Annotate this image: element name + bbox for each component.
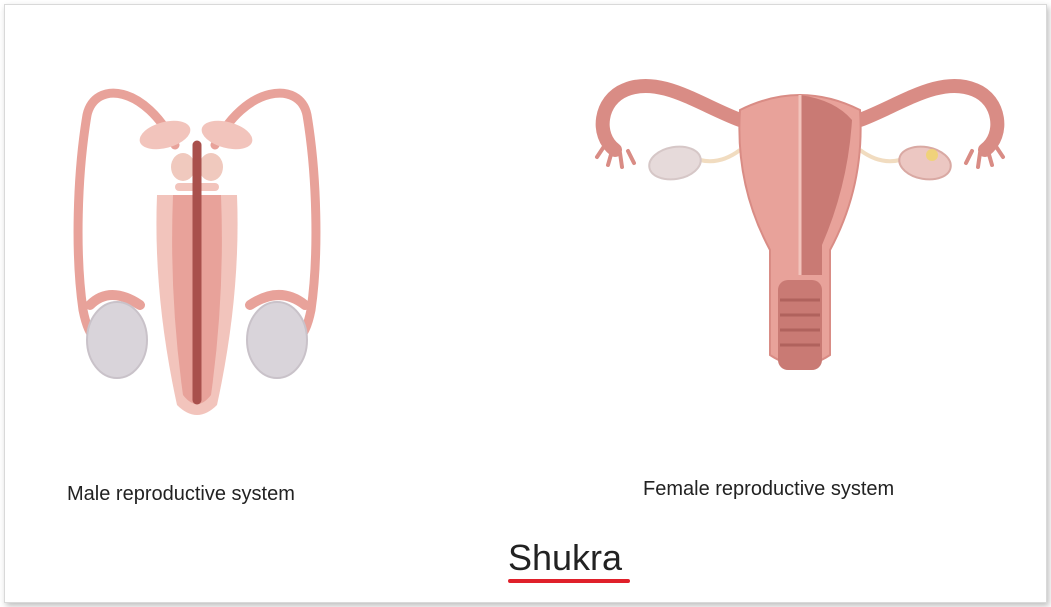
- title-underline: [508, 579, 630, 583]
- male-system-caption: Male reproductive system: [67, 483, 295, 506]
- male-reproductive-illustration: [65, 75, 335, 425]
- page-title: Shukra: [508, 537, 622, 579]
- female-reproductive-illustration: [590, 65, 1010, 385]
- female-system-caption: Female reproductive system: [643, 478, 894, 501]
- slide-frame: Male reproductive system Female reproduc…: [4, 4, 1047, 603]
